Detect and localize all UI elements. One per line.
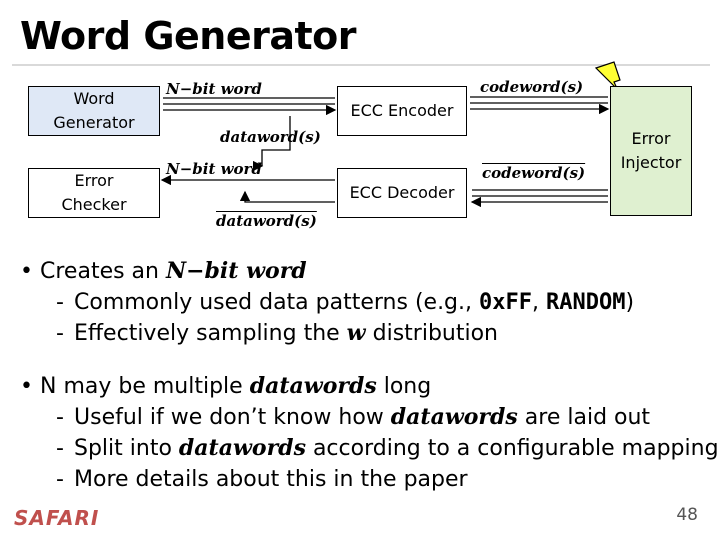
label-nbit-word-top: N−bit word: [166, 80, 262, 98]
bullet-2-prefix: N may be multiple: [40, 374, 250, 399]
arrow-generator-to-checker: [261, 116, 291, 166]
sub-text: according to a configurable mapping: [305, 436, 719, 461]
bullet-1-sub-1: -Commonly used data patterns (e.g., 0xFF…: [56, 290, 635, 315]
word-generator-box: Word Generator: [28, 86, 160, 136]
bullet-2-sub-2: -Split into datawords according to a con…: [56, 435, 719, 461]
ecc-encoder-box: ECC Encoder: [337, 86, 467, 136]
sub-text: Commonly used data patterns (e.g.,: [74, 290, 480, 315]
sub-emph: datawords: [178, 435, 306, 461]
sub-text: are laid out: [517, 405, 651, 430]
bullet-list: •Creates an N−bit word -Commonly used da…: [20, 256, 719, 495]
ecc-decoder-box: ECC Decoder: [337, 168, 467, 218]
label-nbit-word-bottom: N−bit word: [166, 160, 262, 178]
arrow-decoder-dataword: [239, 190, 335, 203]
error-injector-box: Error Injector: [610, 86, 692, 216]
sub-emph: datawords: [390, 404, 518, 430]
title-divider: [12, 64, 710, 66]
sub-text: ): [625, 290, 635, 315]
diagram-arrows: [160, 61, 629, 208]
sub-text: More details about this in the paper: [74, 467, 468, 492]
label-codeword-bottom: codeword(s): [482, 164, 586, 182]
safari-logo: SAFARI: [14, 506, 100, 530]
label-codeword-top: codeword(s): [480, 78, 584, 96]
code-random: RANDOM: [546, 290, 626, 315]
bullet-2-emph: datawords: [249, 373, 377, 399]
bullet-1-prefix: Creates an: [40, 259, 166, 284]
sub-text: Split into: [74, 436, 179, 461]
page-number: 48: [676, 505, 698, 525]
arrow-generator-to-encoder: [163, 97, 337, 116]
bullet-2-sub-1: -Useful if we don’t know how datawords a…: [56, 404, 651, 430]
arrow-injector-to-decoder: [470, 189, 608, 208]
label-dataword-top: dataword(s): [220, 128, 321, 146]
sub-text: ,: [532, 290, 546, 315]
bullet-2-suffix: long: [376, 374, 432, 399]
bullet-2: •N may be multiple datawords long: [20, 373, 432, 399]
bullet-1-sub-2: -Effectively sampling the w distribution: [56, 320, 498, 346]
sub-text: distribution: [365, 321, 498, 346]
bullet-1-emph: N−bit word: [165, 258, 307, 284]
sub-emph: w: [346, 320, 366, 346]
bullet-1: •Creates an N−bit word: [20, 258, 307, 284]
bullet-2-sub-3: -More details about this in the paper: [56, 467, 468, 492]
slide-title: Word Generator: [20, 14, 357, 58]
sub-text: Effectively sampling the: [74, 321, 347, 346]
error-checker-box: Error Checker: [28, 168, 160, 218]
sub-text: Useful if we don’t know how: [74, 405, 391, 430]
code-0xff: 0xFF: [479, 290, 532, 315]
label-dataword-bottom: dataword(s): [216, 212, 317, 230]
arrow-encoder-to-injector: [470, 96, 610, 115]
